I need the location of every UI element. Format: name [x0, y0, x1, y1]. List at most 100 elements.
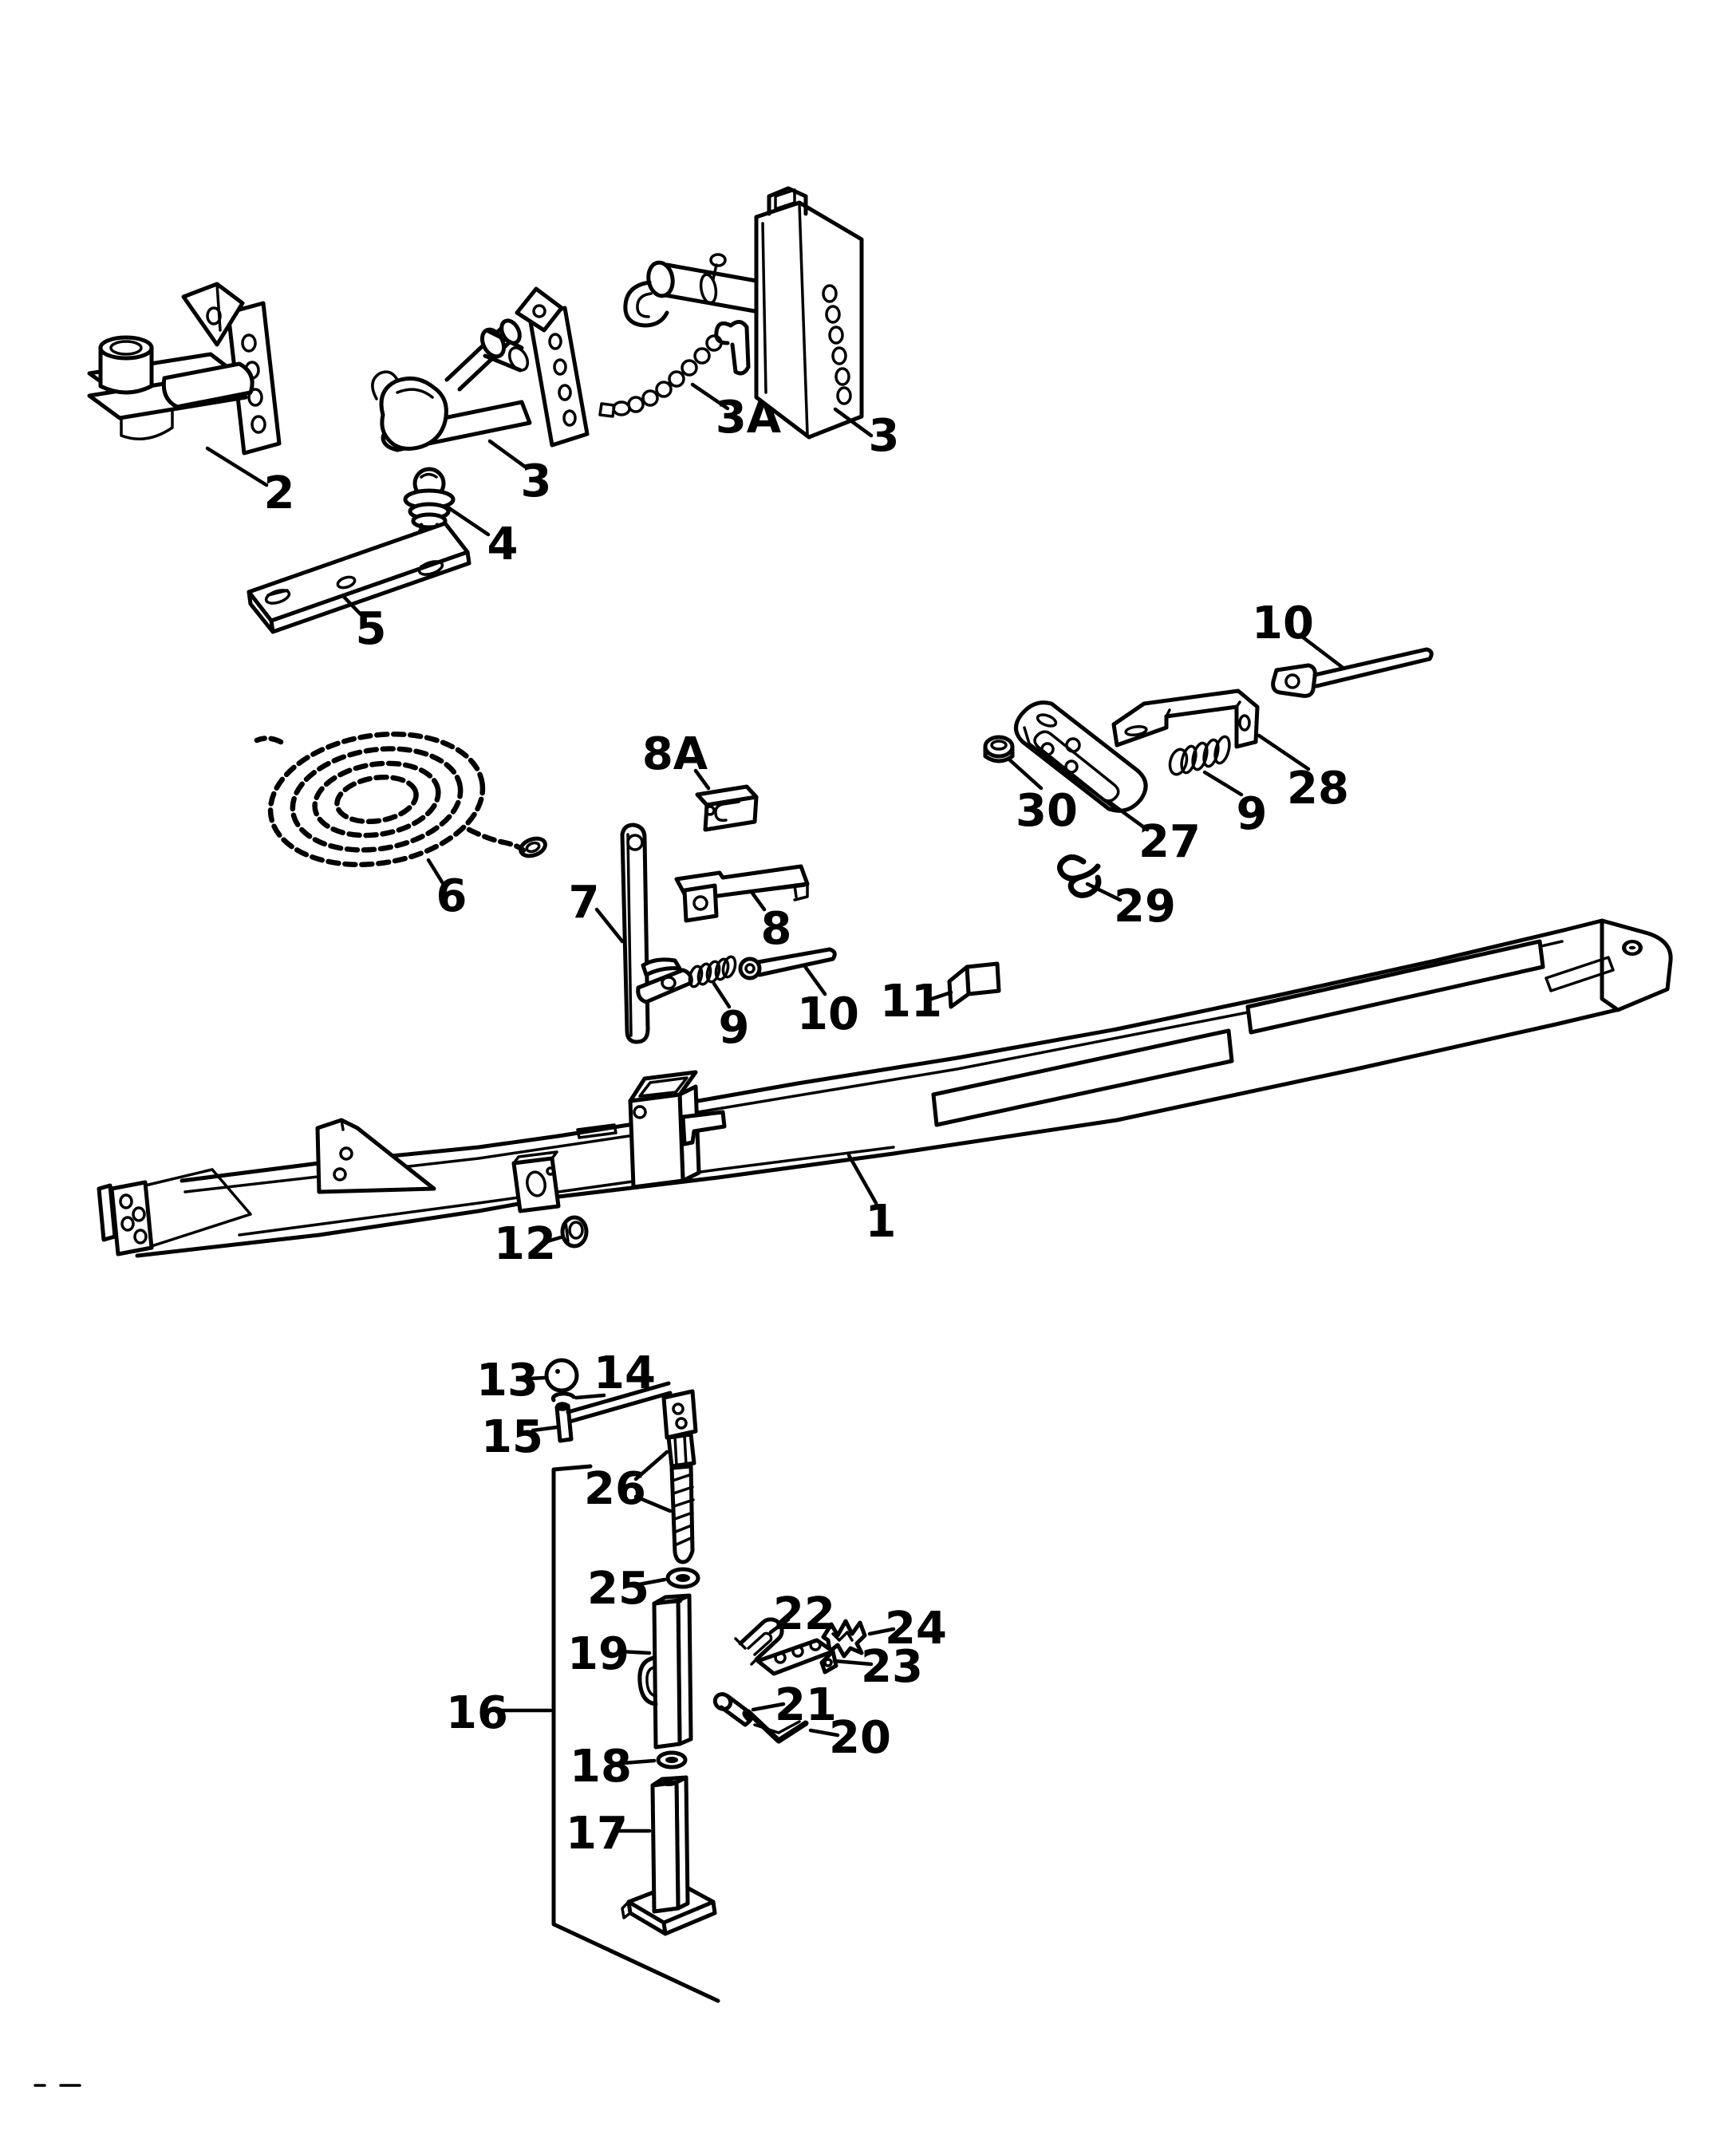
callout-part-16: 16	[446, 1687, 508, 1739]
leader-part-8a	[693, 768, 711, 791]
leader-part-9-right	[1202, 770, 1244, 797]
part-30-drawing	[983, 735, 1015, 763]
callout-part-8a: 8A	[642, 728, 708, 780]
chain-links	[598, 334, 723, 418]
part-14-drawing	[550, 1391, 576, 1402]
part-3-right-drawing	[623, 186, 864, 440]
beam-jack-socket	[628, 1070, 727, 1189]
leader-part-19	[617, 1649, 652, 1655]
callout-part-3-left: 3	[521, 456, 552, 507]
leader-part-24	[867, 1627, 896, 1636]
part-22-drawing	[734, 1617, 784, 1666]
screw-threads	[671, 1473, 695, 1546]
callout-part-8: 8	[761, 903, 792, 955]
leader-part-12	[545, 1235, 563, 1244]
leader-part-30	[1007, 757, 1044, 791]
leader-part-26-upper	[633, 1450, 669, 1481]
callout-part-13: 13	[476, 1355, 539, 1406]
leader-part-1	[846, 1153, 878, 1205]
beam-block	[511, 1150, 561, 1213]
part-6-drawing	[254, 732, 547, 867]
leader-part-18	[621, 1758, 657, 1765]
callout-part-24: 24	[885, 1603, 947, 1655]
part-1-drawing	[97, 918, 1673, 1258]
part-19-drawing	[637, 1593, 693, 1750]
part-2-drawing	[87, 282, 282, 456]
leader-part-6	[426, 858, 448, 890]
part-21-drawing	[712, 1692, 754, 1727]
part-28-drawing	[1111, 688, 1260, 749]
leader-part-3a	[690, 382, 730, 411]
part-9-left-drawing	[688, 955, 737, 988]
part-3-left-holes	[548, 333, 577, 427]
callout-part-4: 4	[487, 519, 519, 570]
part-5-drawing	[247, 521, 471, 634]
leader-part-3-right	[833, 407, 874, 438]
callout-part-6: 6	[436, 870, 468, 922]
leader-part-11	[929, 990, 953, 1001]
callout-part-5: 5	[356, 603, 387, 655]
leader-part-22	[768, 1617, 791, 1635]
leader-part-20	[808, 1728, 840, 1738]
leader-part-3-left	[487, 439, 527, 469]
callout-part-1: 1	[866, 1196, 897, 1248]
part-26-drawing	[666, 1432, 696, 1564]
callout-part-28: 28	[1287, 763, 1349, 815]
leader-part-14	[574, 1393, 606, 1400]
leader-part-21	[751, 1702, 786, 1712]
callout-part-15: 15	[481, 1411, 543, 1463]
part-29-drawing	[1057, 854, 1102, 898]
callout-part-9-right: 9	[1237, 788, 1268, 840]
part-25-drawing	[665, 1567, 700, 1589]
beam-gusset-bracket	[315, 1118, 436, 1194]
leader-part-23	[832, 1659, 874, 1667]
beam-right-tip	[1545, 918, 1673, 1012]
part-10-right-drawing	[1271, 647, 1434, 698]
part-17-drawing	[621, 1775, 717, 1936]
callout-part-27: 27	[1138, 816, 1201, 868]
beam-left-clevis	[97, 1168, 252, 1256]
leader-part-27	[1107, 799, 1150, 832]
callout-part-17: 17	[566, 1808, 628, 1860]
callout-part-2: 2	[264, 467, 295, 519]
callout-part-30: 30	[1016, 785, 1078, 837]
leader-part-7	[594, 907, 625, 944]
leader-part-26-lower	[633, 1494, 673, 1513]
part-13-drawing	[544, 1358, 579, 1393]
leader-part-8	[749, 890, 767, 912]
callout-part-29: 29	[1114, 881, 1176, 933]
part-8a-drawing	[695, 784, 759, 832]
part-9-right-drawing	[1168, 735, 1231, 776]
leader-part-5	[341, 594, 363, 617]
part-18-drawing	[656, 1750, 688, 1769]
callout-part-26: 26	[584, 1463, 646, 1515]
callout-part-12: 12	[494, 1218, 556, 1270]
leader-part-10-right	[1300, 634, 1344, 669]
part-8-drawing	[674, 864, 810, 923]
leader-part-15	[531, 1425, 559, 1433]
callout-part-9-left: 9	[719, 1002, 750, 1054]
leader-part-28	[1257, 733, 1311, 771]
part-7-drawing	[620, 823, 693, 1044]
leader-part-9-left	[712, 981, 732, 1009]
part-27-drawing	[1014, 700, 1148, 813]
part-3-left-drawing	[371, 286, 590, 452]
part-12-drawing	[560, 1215, 589, 1249]
leader-part-13	[527, 1375, 546, 1381]
callout-part-3-right: 3	[869, 410, 900, 462]
callout-part-7: 7	[569, 877, 600, 929]
part-10-left-drawing	[738, 947, 837, 980]
leader-part-29	[1085, 882, 1122, 902]
callout-part-20: 20	[829, 1712, 891, 1764]
callout-part-18: 18	[570, 1741, 632, 1793]
part-11-drawing	[947, 961, 1001, 1009]
callout-part-10-left: 10	[797, 988, 859, 1040]
part-3a-drawing	[598, 320, 751, 418]
callout-part-23: 23	[861, 1641, 923, 1693]
part-15-drawing	[554, 1381, 698, 1443]
leader-part-25	[637, 1577, 667, 1587]
part-20-drawing	[742, 1709, 809, 1744]
callout-part-25: 25	[587, 1563, 649, 1615]
